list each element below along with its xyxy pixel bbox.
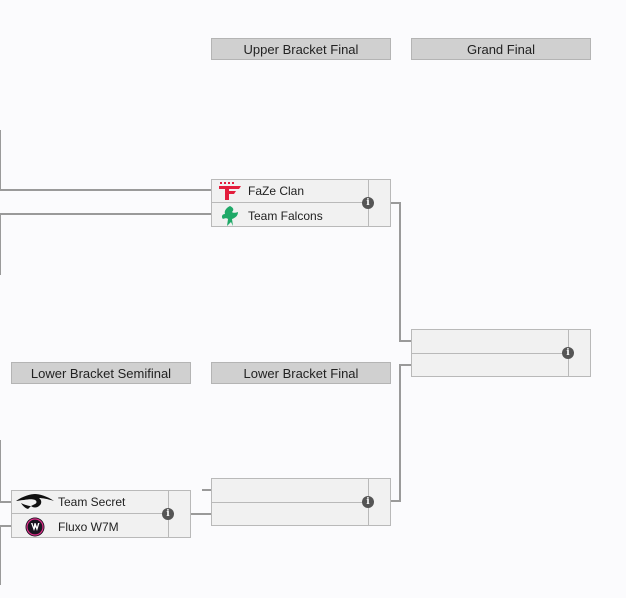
match-team-row[interactable]: FaZe Clan [212, 180, 368, 203]
connector-upper-incoming-1 [0, 130, 211, 191]
team-secret-logo [12, 491, 58, 514]
match-team-row[interactable]: Fluxo W7M [12, 515, 168, 538]
match-info-cell[interactable]: i [162, 491, 190, 537]
match-lower-bracket-final[interactable]: i [211, 478, 391, 526]
match-divider [212, 502, 368, 503]
faze-clan-logo [212, 180, 248, 203]
info-icon[interactable]: i [162, 508, 174, 520]
info-icon[interactable]: i [362, 496, 374, 508]
match-team-row[interactable]: Team Secret [12, 491, 168, 514]
info-icon[interactable]: i [362, 197, 374, 209]
team-name: Team Falcons [248, 208, 323, 223]
team-name: Team Secret [58, 495, 126, 509]
match-team-row[interactable]: Team Falcons [212, 204, 368, 227]
connector-lower-incoming-1 [0, 440, 11, 503]
team-falcons-logo [212, 204, 248, 227]
round-header-lower-bracket-semifinal: Lower Bracket Semifinal [11, 362, 191, 384]
match-lower-bracket-semifinal[interactable]: Team Secret Fluxo W7M i [11, 490, 191, 538]
round-header-grand-final: Grand Final [411, 38, 591, 60]
team-name: FaZe Clan [248, 184, 305, 198]
fluxo-w7m-logo [12, 515, 58, 538]
match-info-cell[interactable]: i [362, 479, 390, 525]
match-grand-final[interactable]: i [411, 329, 591, 377]
team-name: Fluxo W7M [58, 519, 119, 534]
info-icon[interactable]: i [562, 347, 574, 359]
connector-upper-incoming-2 [0, 213, 211, 275]
connector-lower-incoming-2 [0, 525, 11, 585]
round-header-lower-bracket-final: Lower Bracket Final [211, 362, 391, 384]
match-info-cell[interactable]: i [562, 330, 590, 376]
match-info-cell[interactable]: i [362, 180, 390, 226]
match-divider [412, 353, 568, 354]
match-upper-bracket-final[interactable]: FaZe Clan Team Falcons i [211, 179, 391, 227]
round-header-upper-bracket-final: Upper Bracket Final [211, 38, 391, 60]
